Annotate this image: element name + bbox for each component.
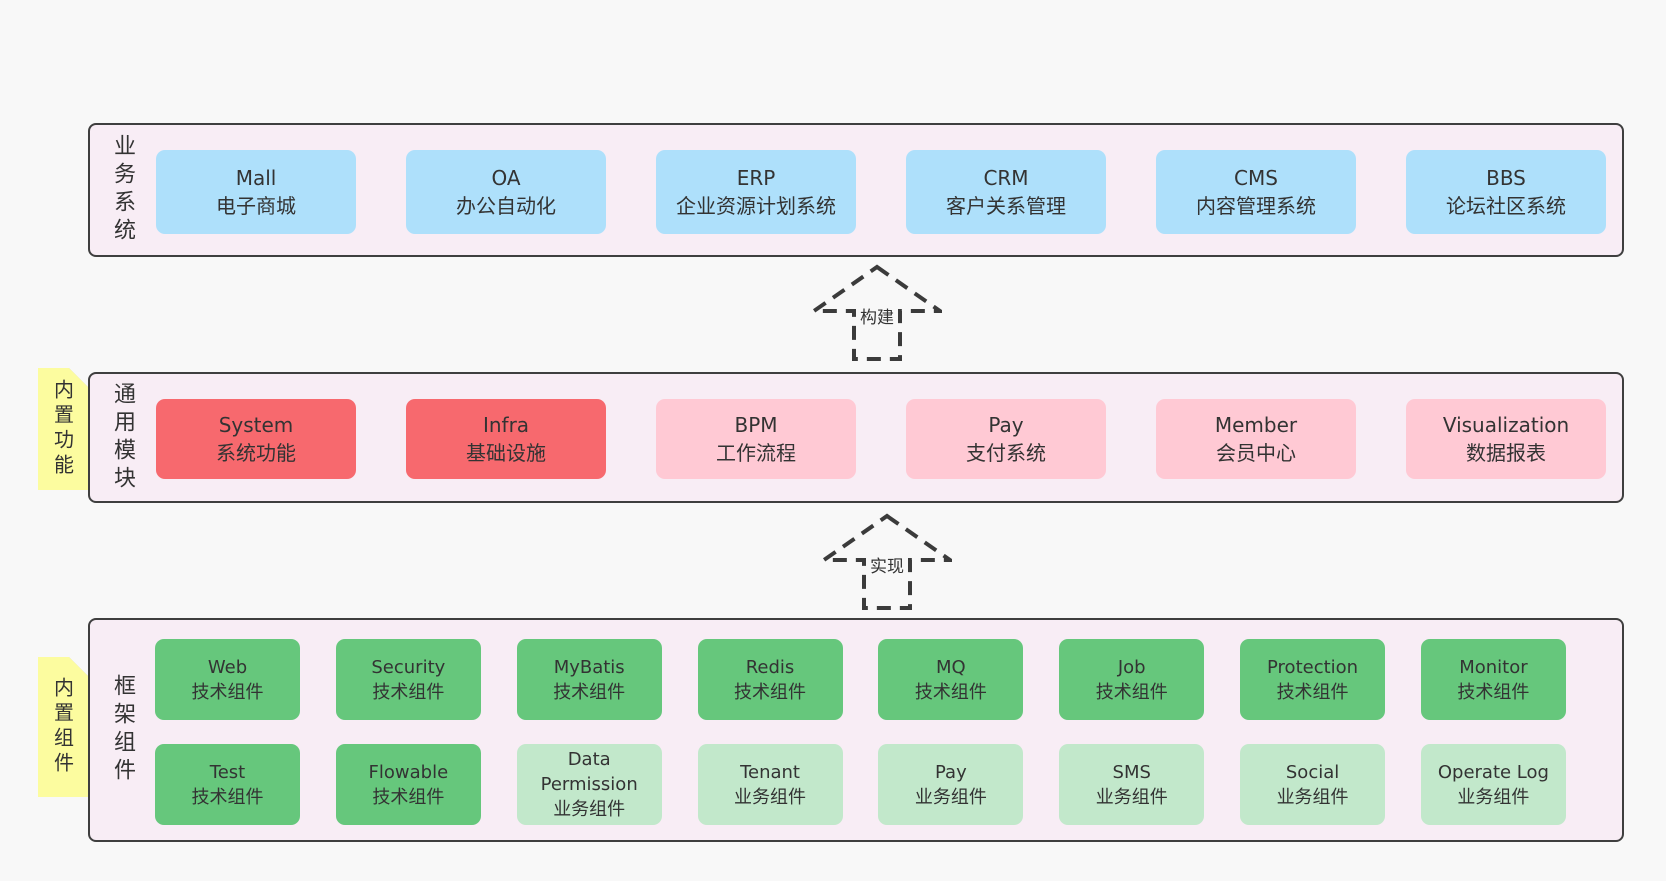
section-label-framework-components: 框架组件	[110, 674, 135, 786]
business-components-row: Test 技术组件 Flowable 技术组件 Data Permission …	[155, 744, 1566, 825]
technical-components-row: Web 技术组件 Security 技术组件 MyBatis 技术组件 Redi…	[155, 639, 1566, 720]
section-common-modules: 通用模块 System 系统功能 Infra 基础设施 BPM 工作流程 Pay…	[88, 372, 1624, 503]
box-sms: SMS 业务组件	[1059, 744, 1205, 825]
box-web: Web 技术组件	[155, 639, 300, 720]
section-business-systems: 业务系统 Mall 电子商城 OA 办公自动化 ERP 企业资源计划系统 CRM…	[88, 123, 1624, 257]
box-visualization: Visualization 数据报表	[1406, 399, 1606, 479]
build-arrow: 构建	[812, 263, 942, 363]
note-built-in-components: 内置组件	[38, 657, 88, 797]
box-test: Test 技术组件	[155, 744, 300, 825]
implement-arrow: 实现	[822, 512, 952, 612]
box-bpm: BPM 工作流程	[656, 399, 856, 479]
section-framework-components: 框架组件 Web 技术组件 Security 技术组件 MyBatis 技术组件…	[88, 618, 1624, 842]
box-security: Security 技术组件	[335, 639, 481, 720]
box-member: Member 会员中心	[1156, 399, 1356, 479]
box-crm: CRM 客户关系管理	[906, 150, 1106, 234]
box-mq: MQ 技术组件	[878, 639, 1024, 720]
section-label-common-modules: 通用模块	[110, 381, 135, 494]
box-system: System 系统功能	[156, 399, 356, 479]
box-pay-business: Pay 业务组件	[878, 744, 1024, 825]
section-label-business-systems: 业务系统	[110, 134, 135, 246]
business-systems-row: Mall 电子商城 OA 办公自动化 ERP 企业资源计划系统 CRM 客户关系…	[156, 150, 1606, 234]
dashed-up-arrow-icon	[812, 264, 942, 361]
note-built-in-features: 内置功能	[38, 368, 88, 490]
box-protection: Protection 技术组件	[1240, 639, 1386, 720]
box-monitor: Monitor 技术组件	[1420, 639, 1566, 720]
box-oa: OA 办公自动化	[406, 150, 606, 234]
dashed-up-arrow-icon	[822, 513, 952, 610]
box-cms: CMS 内容管理系统	[1156, 150, 1356, 234]
box-infra: Infra 基础设施	[406, 399, 606, 479]
box-data-permission: Data Permission 业务组件	[516, 744, 662, 825]
box-mybatis: MyBatis 技术组件	[516, 639, 662, 720]
box-pay-system: Pay 支付系统	[906, 399, 1106, 479]
box-operate-log: Operate Log 业务组件	[1420, 744, 1566, 825]
box-tenant: Tenant 业务组件	[697, 744, 843, 825]
box-flowable: Flowable 技术组件	[335, 744, 481, 825]
box-erp: ERP 企业资源计划系统	[656, 150, 856, 234]
box-job: Job 技术组件	[1059, 639, 1205, 720]
common-modules-row: System 系统功能 Infra 基础设施 BPM 工作流程 Pay 支付系统…	[156, 399, 1606, 479]
box-social: Social 业务组件	[1240, 744, 1386, 825]
box-mall: Mall 电子商城	[156, 150, 356, 234]
box-redis: Redis 技术组件	[697, 639, 843, 720]
box-bbs: BBS 论坛社区系统	[1406, 150, 1606, 234]
implement-arrow-label: 实现	[867, 552, 907, 577]
build-arrow-label: 构建	[857, 303, 897, 328]
